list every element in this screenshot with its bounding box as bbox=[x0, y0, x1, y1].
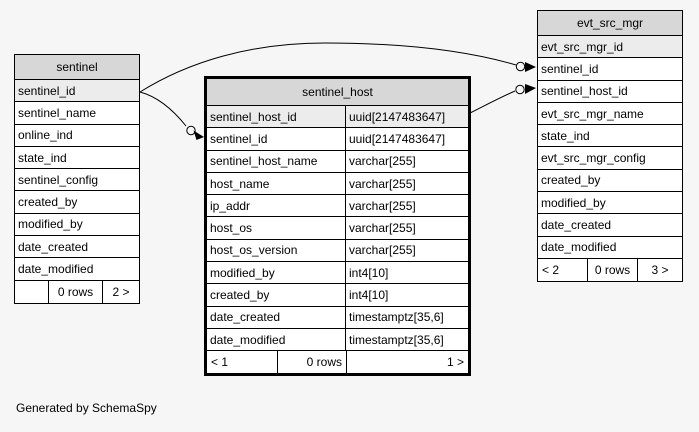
column-row[interactable]: state_ind bbox=[538, 124, 682, 147]
paging-next[interactable]: 1 > bbox=[346, 351, 468, 374]
fk-endpoint-circle bbox=[186, 125, 196, 136]
table-footer: < 1 0 rows 1 > bbox=[207, 350, 468, 374]
paging-next[interactable]: 2 > bbox=[102, 280, 139, 303]
relationship-line-sentinel-host-to-evt-src-mgr bbox=[469, 90, 516, 114]
column-name[interactable]: created_by bbox=[207, 284, 346, 306]
column-type: int4[10] bbox=[349, 288, 389, 303]
column-row: host_os varchar[255] bbox=[207, 216, 468, 239]
paging-prev bbox=[15, 281, 48, 303]
table-footer: < 2 0 rows 3 > bbox=[538, 257, 682, 281]
column-row[interactable]: online_ind bbox=[15, 123, 139, 146]
table-sentinel: sentinel sentinel_id sentinel_name onlin… bbox=[14, 54, 140, 304]
column-row[interactable]: state_ind bbox=[15, 145, 139, 169]
column-type: varchar[255] bbox=[349, 198, 416, 213]
column-name[interactable]: ip_addr bbox=[207, 195, 346, 217]
column-type: varchar[255] bbox=[349, 154, 416, 169]
table-title[interactable]: sentinel bbox=[15, 55, 139, 79]
table-footer: 0 rows 2 > bbox=[15, 279, 139, 303]
column-name[interactable]: date_modified bbox=[207, 328, 346, 351]
column-type: uuid[2147483647] bbox=[349, 131, 446, 146]
column-type: varchar[255] bbox=[349, 176, 416, 191]
column-row: ip_addr varchar[255] bbox=[207, 194, 468, 217]
column-name[interactable]: sentinel_id bbox=[207, 128, 346, 150]
paging-prev[interactable]: < 2 bbox=[542, 262, 560, 277]
column-type: varchar[255] bbox=[349, 243, 416, 258]
column-row: date_modified timestamptz[35,6] bbox=[207, 327, 468, 351]
column-type: int4[10] bbox=[349, 265, 389, 280]
table-evt-src-mgr: evt_src_mgr evt_src_mgr_id sentinel_id s… bbox=[537, 10, 683, 282]
column-row: created_by int4[10] bbox=[207, 283, 468, 306]
column-name[interactable]: date_created bbox=[207, 306, 346, 328]
column-row[interactable]: evt_src_mgr_config bbox=[538, 146, 682, 169]
column-row: sentinel_id uuid[2147483647] bbox=[207, 127, 468, 150]
relationship-line-sentinel-to-sentinel-host bbox=[139, 91, 187, 127]
column-name[interactable]: host_name bbox=[207, 172, 346, 195]
column-row[interactable]: evt_src_mgr_name bbox=[538, 101, 682, 125]
table-sentinel-host: sentinel_host sentinel_host_id uuid[2147… bbox=[204, 76, 471, 377]
column-row[interactable]: sentinel_name bbox=[15, 101, 139, 124]
column-row: host_os_version varchar[255] bbox=[207, 238, 468, 262]
column-name[interactable]: modified_by bbox=[207, 262, 346, 284]
column-row: sentinel_host_id uuid[2147483647] bbox=[207, 105, 468, 128]
column-name[interactable]: sentinel_host_name bbox=[207, 150, 346, 172]
rows-count: 0 rows bbox=[48, 280, 102, 303]
column-row: sentinel_host_name varchar[255] bbox=[207, 149, 468, 172]
column-name[interactable]: host_os bbox=[207, 217, 346, 239]
column-type: varchar[255] bbox=[349, 221, 416, 236]
column-row[interactable]: modified_by bbox=[15, 212, 139, 236]
column-row[interactable]: sentinel_config bbox=[15, 168, 139, 191]
column-row[interactable]: sentinel_host_id bbox=[538, 79, 682, 102]
column-type: timestamptz[35,6] bbox=[349, 332, 444, 347]
column-name[interactable]: sentinel_host_id bbox=[207, 106, 346, 128]
column-row[interactable]: created_by bbox=[15, 190, 139, 213]
fk-arrowhead-icon bbox=[525, 62, 536, 72]
column-row[interactable]: date_modified bbox=[15, 257, 139, 280]
column-type: uuid[2147483647] bbox=[349, 109, 446, 124]
table-title[interactable]: sentinel_host bbox=[207, 79, 468, 105]
column-row[interactable]: sentinel_id bbox=[538, 57, 682, 80]
column-row[interactable]: date_created bbox=[15, 235, 139, 258]
generated-by-note: Generated by SchemaSpy bbox=[16, 401, 157, 415]
column-row[interactable]: date_modified bbox=[538, 235, 682, 258]
column-name[interactable]: host_os_version bbox=[207, 239, 346, 262]
column-row[interactable]: sentinel_id bbox=[15, 79, 139, 102]
column-row[interactable]: modified_by bbox=[538, 191, 682, 214]
column-row: modified_by int4[10] bbox=[207, 261, 468, 284]
table-title[interactable]: evt_src_mgr bbox=[538, 11, 682, 35]
column-row[interactable]: date_created bbox=[538, 213, 682, 236]
fk-arrowhead-icon bbox=[525, 84, 536, 94]
paging-prev[interactable]: < 1 bbox=[211, 355, 229, 370]
rows-count: 0 rows bbox=[587, 258, 637, 281]
column-row[interactable]: evt_src_mgr_id bbox=[538, 35, 682, 58]
paging-next[interactable]: 3 > bbox=[637, 258, 682, 281]
fk-endpoint-circle bbox=[515, 61, 526, 72]
column-row[interactable]: created_by bbox=[538, 168, 682, 192]
column-row: host_name varchar[255] bbox=[207, 171, 468, 195]
fk-arrowhead-icon bbox=[193, 130, 204, 140]
rows-count: 0 rows bbox=[277, 351, 346, 374]
column-row: date_created timestamptz[35,6] bbox=[207, 305, 468, 328]
column-type: timestamptz[35,6] bbox=[349, 310, 444, 325]
fk-endpoint-circle bbox=[515, 84, 525, 95]
